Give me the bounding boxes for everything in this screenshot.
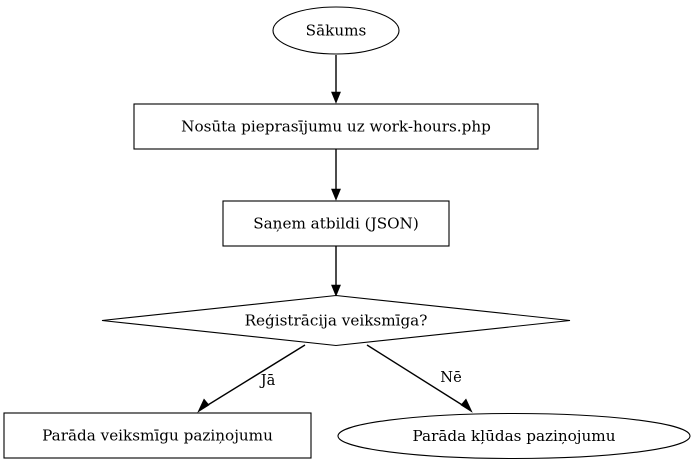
success-message-rect-shape bbox=[3, 412, 312, 459]
node-send-request[interactable]: Nosūta pieprasījumu uz work-hours.php bbox=[133, 103, 539, 150]
receive-response-rect-shape bbox=[222, 200, 450, 247]
node-decision-label: Reģistrācija veiksmīga? bbox=[245, 312, 428, 330]
arrow-head-icon bbox=[460, 398, 473, 413]
edge-start-to-send-request bbox=[331, 55, 341, 104]
edge-send-request-to-receive-response bbox=[331, 149, 341, 201]
node-success-message-label: Parāda veiksmīgu paziņojumu bbox=[42, 427, 273, 445]
edge-label-no: Nē bbox=[440, 369, 461, 386]
edge-receive-response-to-decision bbox=[331, 246, 341, 297]
arrow-head-icon bbox=[331, 284, 341, 297]
start-ellipse-shape bbox=[272, 6, 400, 55]
node-receive-response[interactable]: Saņem atbildi (JSON) bbox=[222, 200, 450, 247]
edge-line bbox=[202, 344, 306, 409]
node-success-message[interactable]: Parāda veiksmīgu paziņojumu bbox=[3, 412, 312, 459]
arrow-head-icon bbox=[197, 398, 210, 413]
arrow-head-icon bbox=[331, 188, 341, 201]
node-start-label: Sākums bbox=[306, 22, 367, 40]
node-send-request-label: Nosūta pieprasījumu uz work-hours.php bbox=[181, 118, 491, 136]
node-decision[interactable]: Reģistrācija veiksmīga? bbox=[101, 294, 571, 347]
node-error-message[interactable]: Parāda kļūdas paziņojumu bbox=[337, 412, 691, 460]
edge-line bbox=[366, 344, 468, 409]
node-start[interactable]: Sākums bbox=[272, 6, 400, 55]
node-error-message-label: Parāda kļūdas paziņojumu bbox=[413, 427, 616, 445]
decision-diamond-shape bbox=[101, 294, 571, 347]
edge-label-yes: Jā bbox=[259, 372, 276, 389]
arrow-head-icon bbox=[331, 91, 341, 104]
send-request-rect-shape bbox=[133, 103, 539, 150]
edge-decision-to-success-message bbox=[197, 344, 306, 413]
node-receive-response-label: Saņem atbildi (JSON) bbox=[253, 215, 419, 233]
error-message-ellipse-shape bbox=[337, 412, 691, 460]
edge-decision-to-error-message bbox=[366, 344, 473, 413]
